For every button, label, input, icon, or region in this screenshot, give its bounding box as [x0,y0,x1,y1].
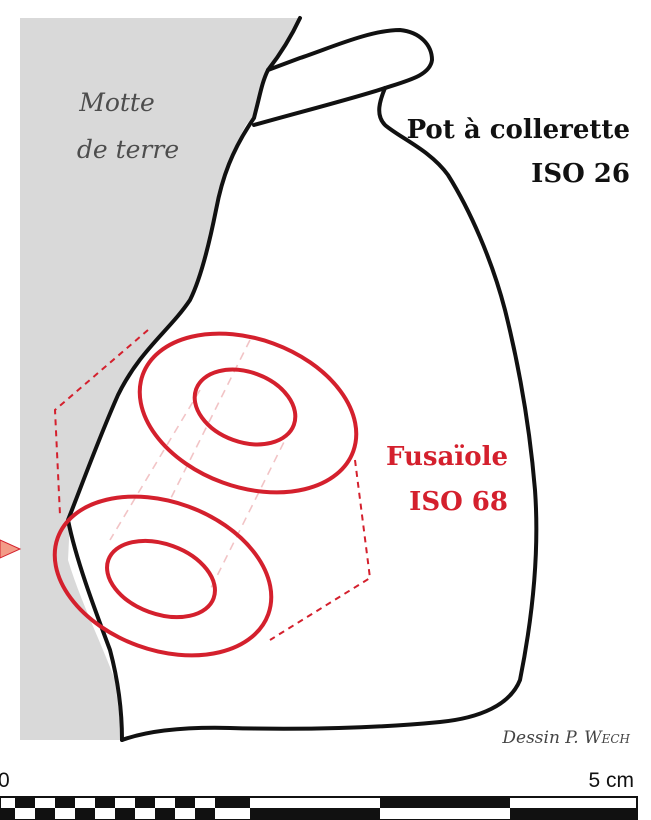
scale-bar: 0 5 cm [0,769,638,820]
earth-mound [20,18,300,740]
pot-label-line2: ISO 26 [531,159,630,189]
whorl-construction-lines [53,329,372,641]
scale-start-label: 0 [0,769,10,792]
whorl-label-line2: ISO 68 [409,487,508,517]
pot-label-line1: Pot à collerette [407,115,630,145]
pot-outline [66,16,302,742]
drawing-credit: Dessin P. Wech [501,728,630,748]
whorl-bottom-face [52,494,274,658]
pot-collar [252,28,434,127]
earth-label-line2: de terre [77,135,179,164]
whorl-top-face [137,331,359,495]
whorl-label-line1: Fusaïole [386,442,508,472]
earth-label-line1: Motte [78,88,155,117]
pointer-arrow [0,539,22,559]
scale-end-label: 5 cm [588,769,634,792]
drawing-credit-name: Wech [584,728,630,748]
whorl-hidden-lines [109,339,291,591]
pot-body-right [120,86,539,742]
